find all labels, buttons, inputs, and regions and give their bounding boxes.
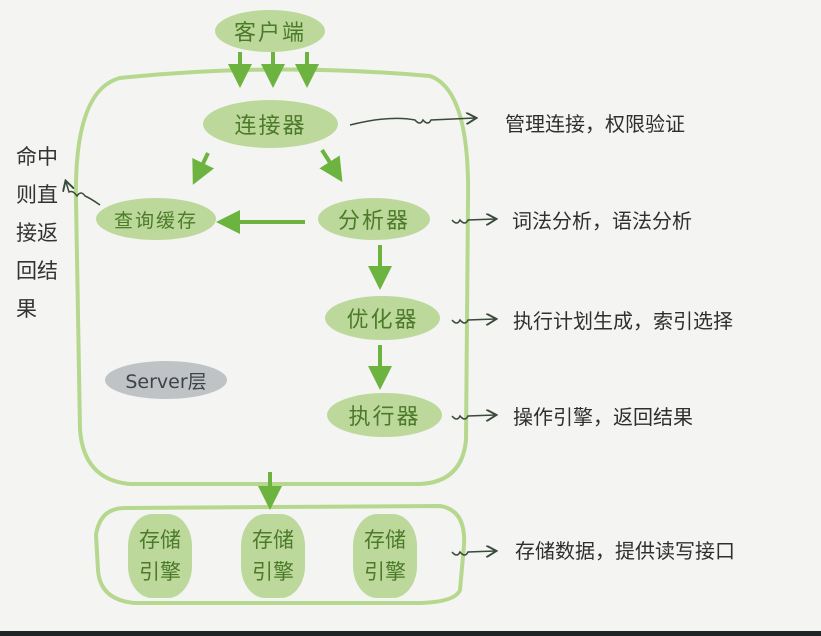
optimizer-node: 优化器	[325, 296, 440, 340]
query-cache-label: 查询缓存	[113, 209, 198, 232]
optimizer-annotation: 执行计划生成，索引选择	[513, 309, 733, 333]
bottom-bar	[0, 631, 821, 636]
connector-annotation: 管理连接，权限验证	[505, 112, 685, 136]
storage-engine-label: 存储引擎	[364, 528, 406, 584]
flow-arrows	[192, 52, 392, 510]
query-cache-node: 查询缓存	[96, 198, 216, 240]
storage-engine-1: 存储引擎	[128, 514, 192, 598]
storage-boundary	[93, 503, 467, 605]
analyzer-annotation: 词法分析，语法分析	[512, 209, 692, 233]
cache-hit-annotation: 命中则直接返回结果	[16, 145, 58, 321]
client-label: 客户端	[233, 21, 306, 46]
annotation-arrows	[66, 118, 495, 555]
server-layer-badge: Server层	[105, 361, 227, 399]
analyzer-node: 分析器	[318, 198, 430, 240]
storage-engine-3: 存储引擎	[353, 514, 417, 598]
client-node: 客户端	[215, 10, 325, 52]
storage-engine-label: 存储引擎	[252, 528, 294, 584]
connector-node: 连接器	[203, 100, 338, 148]
storage-annotation: 存储数据，提供读写接口	[515, 539, 735, 563]
storage-engine-2: 存储引擎	[241, 514, 305, 598]
executor-label: 执行器	[348, 405, 421, 430]
server-layer-label: Server层	[125, 370, 207, 393]
optimizer-label: 优化器	[346, 308, 419, 333]
executor-annotation: 操作引擎，返回结果	[513, 405, 693, 429]
connector-label: 连接器	[234, 114, 307, 139]
storage-engine-label: 存储引擎	[139, 528, 181, 584]
analyzer-label: 分析器	[337, 209, 410, 234]
executor-node: 执行器	[327, 393, 442, 437]
